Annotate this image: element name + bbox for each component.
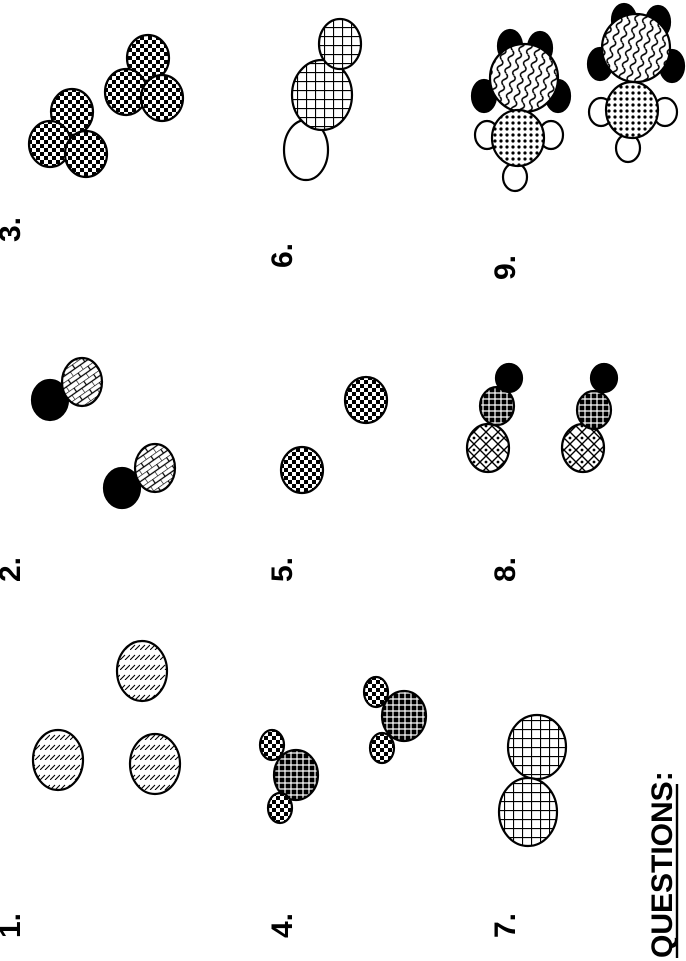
atom-grid: [508, 715, 566, 779]
item-2-molecule: [32, 358, 102, 420]
atom-check: [141, 75, 183, 121]
item-4-molecule: [260, 730, 318, 823]
item-1: 1.: [0, 641, 180, 938]
atom-brick: [135, 444, 175, 492]
atom-brick: [62, 358, 102, 406]
item-5: 5.: [266, 377, 387, 582]
item-9-molecule: [588, 4, 684, 162]
atom-center-xhatch: [382, 691, 426, 741]
atom-small-dark: [370, 733, 394, 763]
questions-heading-text: QUESTIONS:: [646, 771, 679, 958]
item-9-molecule: [472, 30, 570, 191]
atom-diamond: [562, 424, 604, 472]
item-5-particle: [345, 377, 387, 423]
item-4-molecule: [364, 677, 426, 763]
item-9-number: 9.: [489, 255, 522, 280]
atom-grid: [499, 778, 557, 846]
item-8-number: 8.: [489, 557, 522, 582]
item-6-molecule: [284, 19, 361, 180]
item-5-number: 5.: [266, 557, 299, 582]
item-6: 6.: [266, 19, 361, 268]
item-1-particle: [33, 730, 83, 790]
item-4: 4.: [260, 677, 426, 938]
atom-xhatch: [577, 391, 611, 429]
item-8-molecule: [467, 364, 522, 472]
atom-solid: [591, 364, 617, 392]
item-8-molecule: [562, 364, 617, 472]
atom-wave: [490, 44, 558, 112]
item-7: 7.: [489, 715, 566, 938]
item-5-particle: [281, 447, 323, 493]
item-7-number: 7.: [489, 913, 522, 938]
item-3: 3.: [0, 35, 183, 242]
item-2-number: 2.: [0, 557, 27, 582]
item-2-molecule: [104, 444, 175, 508]
atom-dots: [606, 82, 658, 138]
atom-check: [65, 131, 107, 177]
atom-open: [503, 163, 527, 191]
item-3-molecule: [29, 89, 107, 177]
atom-wave: [602, 14, 670, 82]
item-7-molecule: [499, 715, 566, 846]
item-1-particle: [130, 734, 180, 794]
item-8: 8.: [467, 364, 617, 582]
item-6-number: 6.: [266, 243, 299, 268]
questions-heading: QUESTIONS:: [646, 771, 679, 958]
atom-large-grid: [292, 60, 352, 130]
item-2: 2.: [0, 358, 175, 582]
item-1-particle: [117, 641, 167, 701]
item-1-number: 1.: [0, 913, 27, 938]
atom-solid: [496, 364, 522, 392]
atom-dots: [492, 110, 544, 166]
item-4-number: 4.: [266, 913, 299, 938]
atom-diamond: [467, 424, 509, 472]
item-3-molecule: [105, 35, 183, 121]
atom-small-dark: [260, 730, 284, 760]
item-9: 9.: [472, 4, 684, 280]
atom-small-grid: [319, 19, 361, 69]
item-3-number: 3.: [0, 217, 27, 242]
atom-small-dark: [268, 793, 292, 823]
